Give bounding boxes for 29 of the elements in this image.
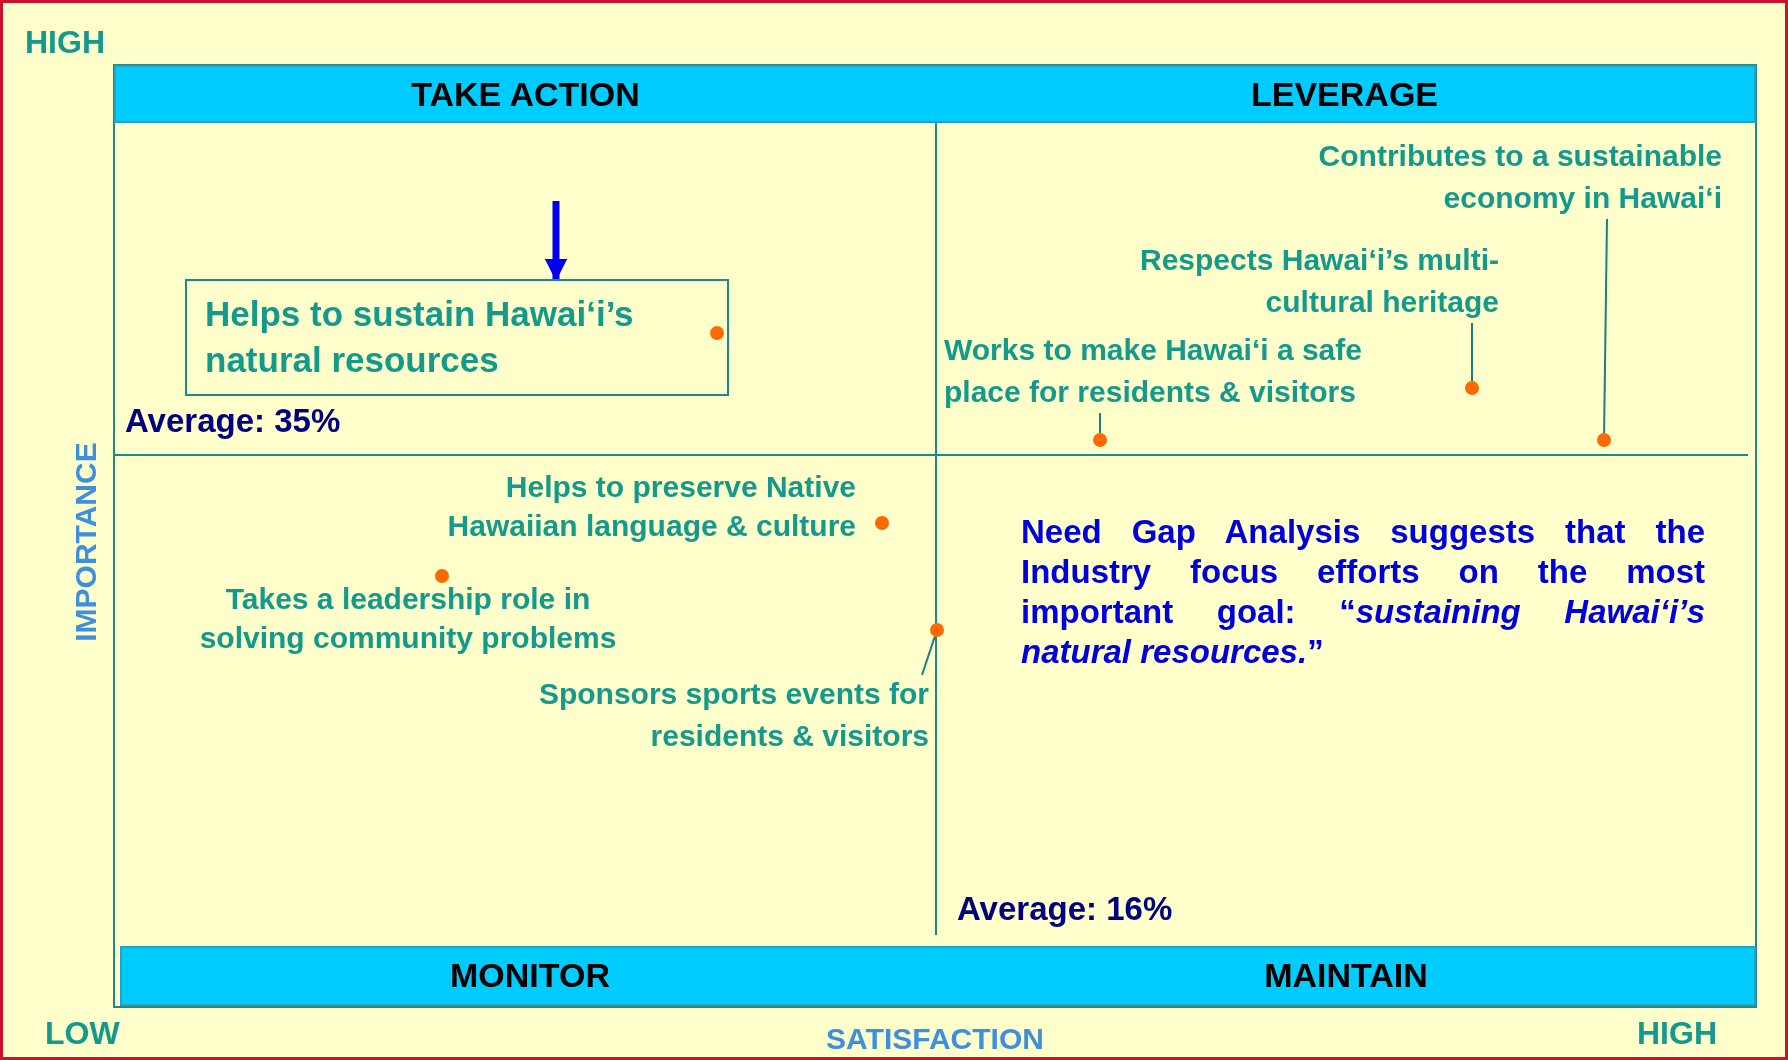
- axis-low-label: LOW: [45, 1014, 121, 1053]
- attribute-label: Works to make Hawai‘i a safe place for residents & visitors: [944, 329, 1424, 413]
- attribute-label: Contributes to a sustainable economy in Hawai‘i: [1212, 135, 1722, 219]
- data-point: [930, 623, 944, 637]
- attribute-label: Respects Hawai‘i’s multi-cultural heritage: [1053, 239, 1499, 323]
- data-point: [1093, 433, 1107, 447]
- data-point: [1465, 381, 1479, 395]
- axis-high-label: HIGH: [1637, 1014, 1718, 1053]
- attribute-label: Helps to preserve Native Hawaiian language & culture: [446, 469, 856, 544]
- data-point: [1597, 433, 1611, 447]
- quadrant-footer-band: [120, 946, 1756, 1006]
- attribute-label: Takes a leadership role in solving community problems: [198, 581, 618, 656]
- quadrant-title: MONITOR: [449, 955, 611, 996]
- average-label: Average: 35%: [125, 401, 342, 441]
- axis-title: IMPORTANCE: [67, 442, 103, 642]
- axis-title: SATISFACTION: [825, 1021, 1045, 1057]
- average-label: Average: 16%: [957, 889, 1174, 929]
- highlighted-goal-box: Helps to sustain Hawai‘i’s natural resources: [185, 279, 729, 396]
- leader-line: [921, 635, 936, 676]
- analysis-note: Need Gap Analysis suggests that the Industry focus efforts on the most important goal: “sustaining Hawai‘i’s natural resources.”: [1021, 512, 1705, 672]
- axis-high-label: HIGH: [25, 23, 106, 62]
- quadrant-title: MAINTAIN: [1263, 955, 1429, 996]
- leader-line: [1099, 412, 1101, 434]
- quadrant-header-band: [114, 65, 1756, 123]
- quadrant-title: TAKE ACTION: [410, 74, 641, 115]
- leader-line: [1603, 218, 1608, 434]
- leader-line: [1471, 322, 1473, 382]
- quadrant-title: LEVERAGE: [1249, 74, 1439, 115]
- attribute-label: Sponsors sports events for residents & visitors: [449, 673, 929, 757]
